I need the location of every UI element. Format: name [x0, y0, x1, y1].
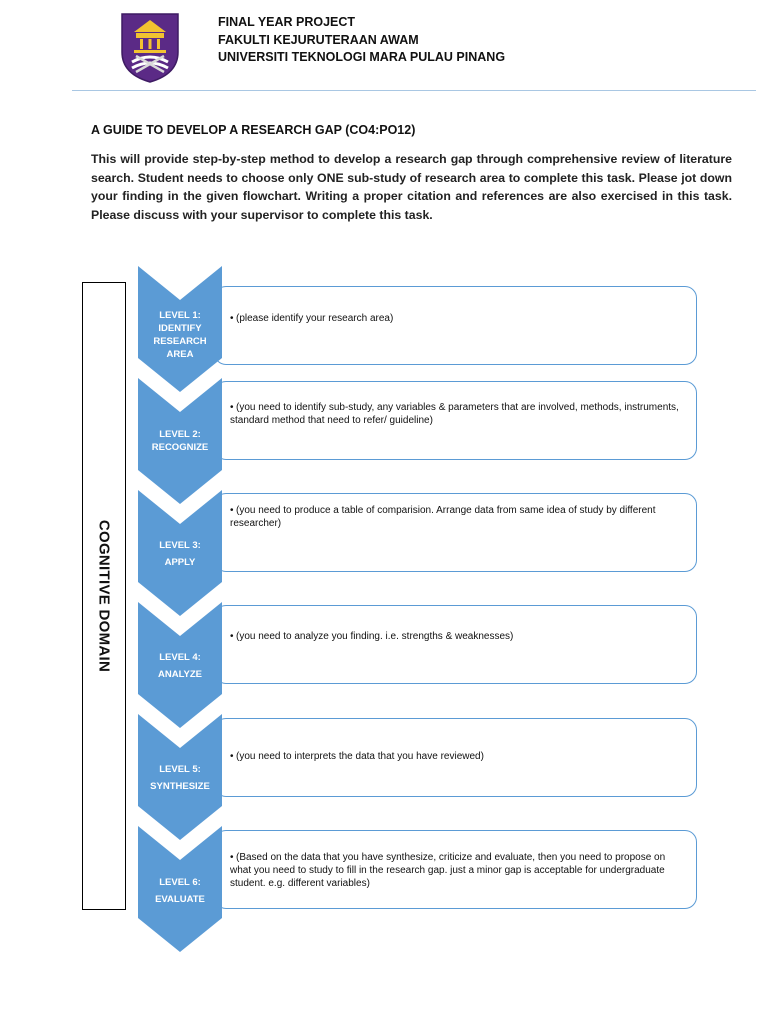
- header-divider: [72, 90, 756, 91]
- level-4-name: ANALYZE: [158, 669, 202, 680]
- level-6-instruction: (Based on the data that you have synthes…: [230, 852, 666, 889]
- level-4-text: •(you need to analyze you finding. i.e. …: [230, 630, 685, 643]
- level-1-label: LEVEL 1: IDENTIFY RESEARCH AREA: [138, 309, 222, 361]
- level-3-bullet: •: [230, 505, 234, 516]
- level-5-name: SYNTHESIZE: [150, 781, 210, 792]
- level-6-label: LEVEL 6: EVALUATE: [138, 876, 222, 906]
- intro-paragraph: This will provide step-by-step method to…: [91, 152, 732, 222]
- cognitive-domain-label: COGNITIVE DOMAIN: [95, 519, 113, 673]
- header-line-faculty: FAKULTI KEJURUTERAAN AWAM: [218, 32, 419, 47]
- level-5-text: •(you need to interprets the data that y…: [230, 750, 685, 763]
- level-1-number: LEVEL 1:: [159, 310, 201, 321]
- level-3-number: LEVEL 3:: [159, 540, 201, 551]
- level-2-number: LEVEL 2:: [159, 429, 201, 440]
- level-1-instruction: (please identify your research area): [236, 313, 394, 324]
- level-3-label: LEVEL 3: APPLY: [138, 539, 222, 569]
- level-1-bullet: •: [230, 313, 234, 324]
- header-line-project: FINAL YEAR PROJECT: [218, 15, 356, 29]
- level-3-box: [214, 493, 697, 572]
- level-4-bullet: •: [230, 631, 234, 642]
- level-2-instruction: (you need to identify sub-study, any var…: [230, 402, 679, 426]
- level-5-number: LEVEL 5:: [159, 764, 201, 775]
- level-2-text: •(you need to identify sub-study, any va…: [230, 401, 685, 427]
- level-6-number: LEVEL 6:: [159, 877, 201, 888]
- level-3-text: •(you need to produce a table of compari…: [230, 504, 685, 530]
- level-4-label: LEVEL 4: ANALYZE: [138, 651, 222, 681]
- document-header: FINAL YEAR PROJECT FAKULTI KEJURUTERAAN …: [218, 14, 505, 67]
- level-5-label: LEVEL 5: SYNTHESIZE: [138, 763, 222, 793]
- level-6-name: EVALUATE: [155, 894, 205, 905]
- level-6-box: [214, 830, 697, 909]
- level-2-name: RECOGNIZE: [151, 442, 209, 453]
- level-1-box: [214, 286, 697, 365]
- level-4-box: [214, 605, 697, 684]
- level-3-instruction: (you need to produce a table of comparis…: [230, 505, 656, 529]
- guide-title: A GUIDE TO DEVELOP A RESEARCH GAP (CO4:P…: [91, 123, 416, 137]
- university-crest-logo: [121, 13, 179, 83]
- level-2-bullet: •: [230, 402, 234, 413]
- level-5-box: [214, 718, 697, 797]
- level-1-name: IDENTIFY RESEARCH AREA: [153, 323, 207, 360]
- level-6-text: •(Based on the data that you have synthe…: [230, 851, 685, 890]
- header-line-university: UNIVERSITI TEKNOLOGI MARA PULAU PINANG: [218, 50, 506, 64]
- level-6-bullet: •: [230, 852, 234, 863]
- level-2-box: [214, 381, 697, 460]
- level-5-bullet: •: [230, 751, 234, 762]
- level-4-instruction: (you need to analyze you finding. i.e. s…: [236, 631, 514, 642]
- level-2-label: LEVEL 2: RECOGNIZE: [138, 428, 222, 454]
- level-3-name: APPLY: [164, 557, 196, 568]
- level-1-text: •(please identify your research area): [230, 312, 685, 325]
- cognitive-domain-box: COGNITIVE DOMAIN: [82, 282, 126, 910]
- level-4-number: LEVEL 4:: [159, 652, 201, 663]
- level-5-instruction: (you need to interprets the data that yo…: [236, 751, 484, 762]
